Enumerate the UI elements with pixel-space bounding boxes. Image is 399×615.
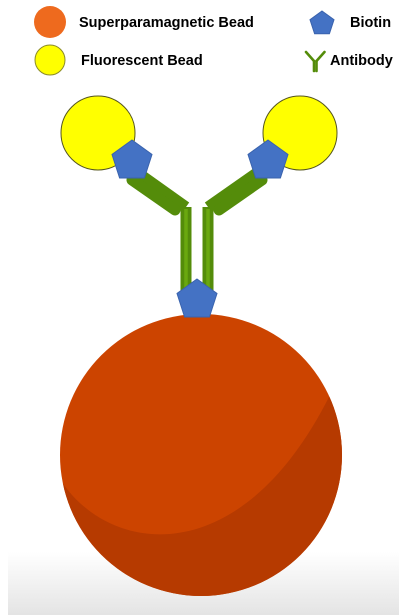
legend-item-biotin: Biotin — [310, 11, 391, 34]
legend-label-antibody: Antibody — [330, 53, 393, 69]
biotin-icon — [310, 11, 334, 34]
legend-label-superparamagnetic-bead: Superparamagnetic Bead — [79, 15, 254, 31]
legend-label-fluorescent-bead: Fluorescent Bead — [81, 53, 203, 69]
legend-item-antibody: Antibody — [306, 52, 393, 71]
legend-label-biotin: Biotin — [350, 15, 391, 31]
antibody — [127, 165, 268, 292]
superparamagnetic-bead-icon — [34, 6, 66, 38]
fluorescent-bead-icon — [35, 45, 65, 75]
legend-item-superparamagnetic-bead: Superparamagnetic Bead — [34, 6, 254, 38]
legend-item-fluorescent-bead: Fluorescent Bead — [35, 45, 203, 75]
legend: Superparamagnetic Bead Biotin Fluorescen… — [34, 6, 393, 75]
antibody-icon — [306, 52, 325, 71]
